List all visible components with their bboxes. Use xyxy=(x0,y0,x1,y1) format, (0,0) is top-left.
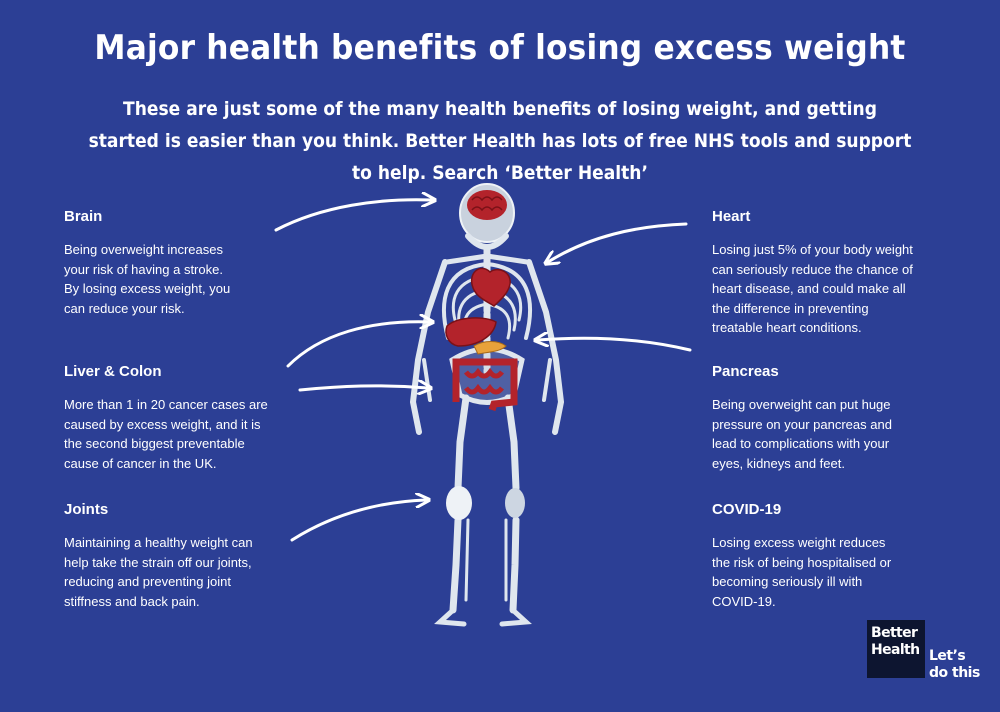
liver-colon-line: cause of cancer in the UK. xyxy=(64,455,217,471)
brain-heading: Brain xyxy=(64,208,103,225)
pancreas-line: Being overweight can put huge xyxy=(712,397,891,412)
knee-joint-icon xyxy=(446,486,525,520)
brain-section: Brain Being overweight increases your ri… xyxy=(64,208,314,318)
heart-line: the difference in preventing xyxy=(712,300,869,316)
heart-section: Heart Losing just 5% of your body weight… xyxy=(712,208,962,338)
heart-line: can seriously reduce the chance of xyxy=(712,261,913,277)
liver-icon xyxy=(445,317,497,347)
brain-line: can reduce your risk. xyxy=(64,300,185,316)
skeleton-icon xyxy=(409,183,565,627)
joints-heading: Joints xyxy=(64,501,109,518)
joints-text: Maintaining a healthy weight can help ta… xyxy=(64,533,314,611)
liver-colon-heading: Liver & Colon xyxy=(64,363,162,380)
tagline-line-1: Let’s xyxy=(929,648,966,664)
joints-line: stiffness and back pain. xyxy=(64,593,200,609)
covid-line: the risk of being hospitalised or xyxy=(712,554,892,570)
joints-section: Joints Maintaining a healthy weight can … xyxy=(64,501,314,611)
heart-heading: Heart xyxy=(712,208,751,225)
brain-text: Being overweight increases your risk of … xyxy=(64,240,314,318)
pancreas-text: Being overweight can put huge pressure o… xyxy=(712,395,962,473)
page-title: Major health benefits of losing excess w… xyxy=(94,28,906,68)
joints-line: Maintaining a healthy weight can xyxy=(64,535,253,550)
logo-line-2: Health xyxy=(871,642,920,658)
arrow-liver xyxy=(286,322,430,368)
heart-line: heart disease, and could make all xyxy=(712,281,906,296)
heart-line: treatable heart conditions. xyxy=(712,320,862,335)
arrow-heart xyxy=(548,222,688,262)
page-subtitle: These are just some of the many health b… xyxy=(88,98,912,184)
arrow-pancreas xyxy=(538,338,692,352)
liver-colon-section: Liver & Colon More than 1 in 20 cancer c… xyxy=(64,363,314,473)
colon-icon xyxy=(452,358,518,412)
heart-icon xyxy=(470,267,511,307)
covid-line: COVID-19. xyxy=(712,593,776,609)
covid-line: Losing excess weight reduces xyxy=(712,535,886,550)
pancreas-heading: Pancreas xyxy=(712,363,779,380)
covid-section: COVID-19 Losing excess weight reduces th… xyxy=(712,501,962,611)
liver-colon-line: caused by excess weight, and it is xyxy=(64,416,261,432)
pancreas-line: lead to complications with your xyxy=(712,436,890,451)
covid-line: becoming seriously ill with xyxy=(712,574,863,589)
tagline: Let’s do this xyxy=(929,648,980,682)
joints-line: help take the strain off our joints, xyxy=(64,554,252,570)
logo-line-1: Better xyxy=(871,625,918,641)
liver-colon-line: the second biggest preventable xyxy=(64,436,245,451)
pancreas-line: eyes, kidneys and feet. xyxy=(712,455,845,471)
better-health-logo: Better Health xyxy=(867,620,925,678)
liver-colon-text: More than 1 in 20 cancer cases are cause… xyxy=(64,395,314,473)
arrows xyxy=(274,200,692,542)
heart-line: Losing just 5% of your body weight xyxy=(712,242,913,257)
liver-colon-line: More than 1 in 20 cancer cases are xyxy=(64,397,268,412)
covid-heading: COVID-19 xyxy=(712,501,782,518)
joints-line: reducing and preventing joint xyxy=(64,574,231,589)
pancreas-section: Pancreas Being overweight can put huge p… xyxy=(712,363,962,473)
brain-icon xyxy=(467,190,507,220)
pancreas-line: pressure on your pancreas and xyxy=(712,416,892,432)
brain-line: By losing excess weight, you xyxy=(64,281,231,296)
arrow-joints xyxy=(290,500,426,542)
brain-line: your risk of having a stroke. xyxy=(64,261,223,277)
brain-line: Being overweight increases xyxy=(64,242,223,257)
pancreas-icon xyxy=(473,341,507,355)
arrow-brain xyxy=(274,200,432,232)
arrow-colon xyxy=(298,386,428,390)
covid-text: Losing excess weight reduces the risk of… xyxy=(712,533,962,611)
tagline-line-2: do this xyxy=(929,665,980,681)
heart-text: Losing just 5% of your body weight can s… xyxy=(712,240,962,338)
